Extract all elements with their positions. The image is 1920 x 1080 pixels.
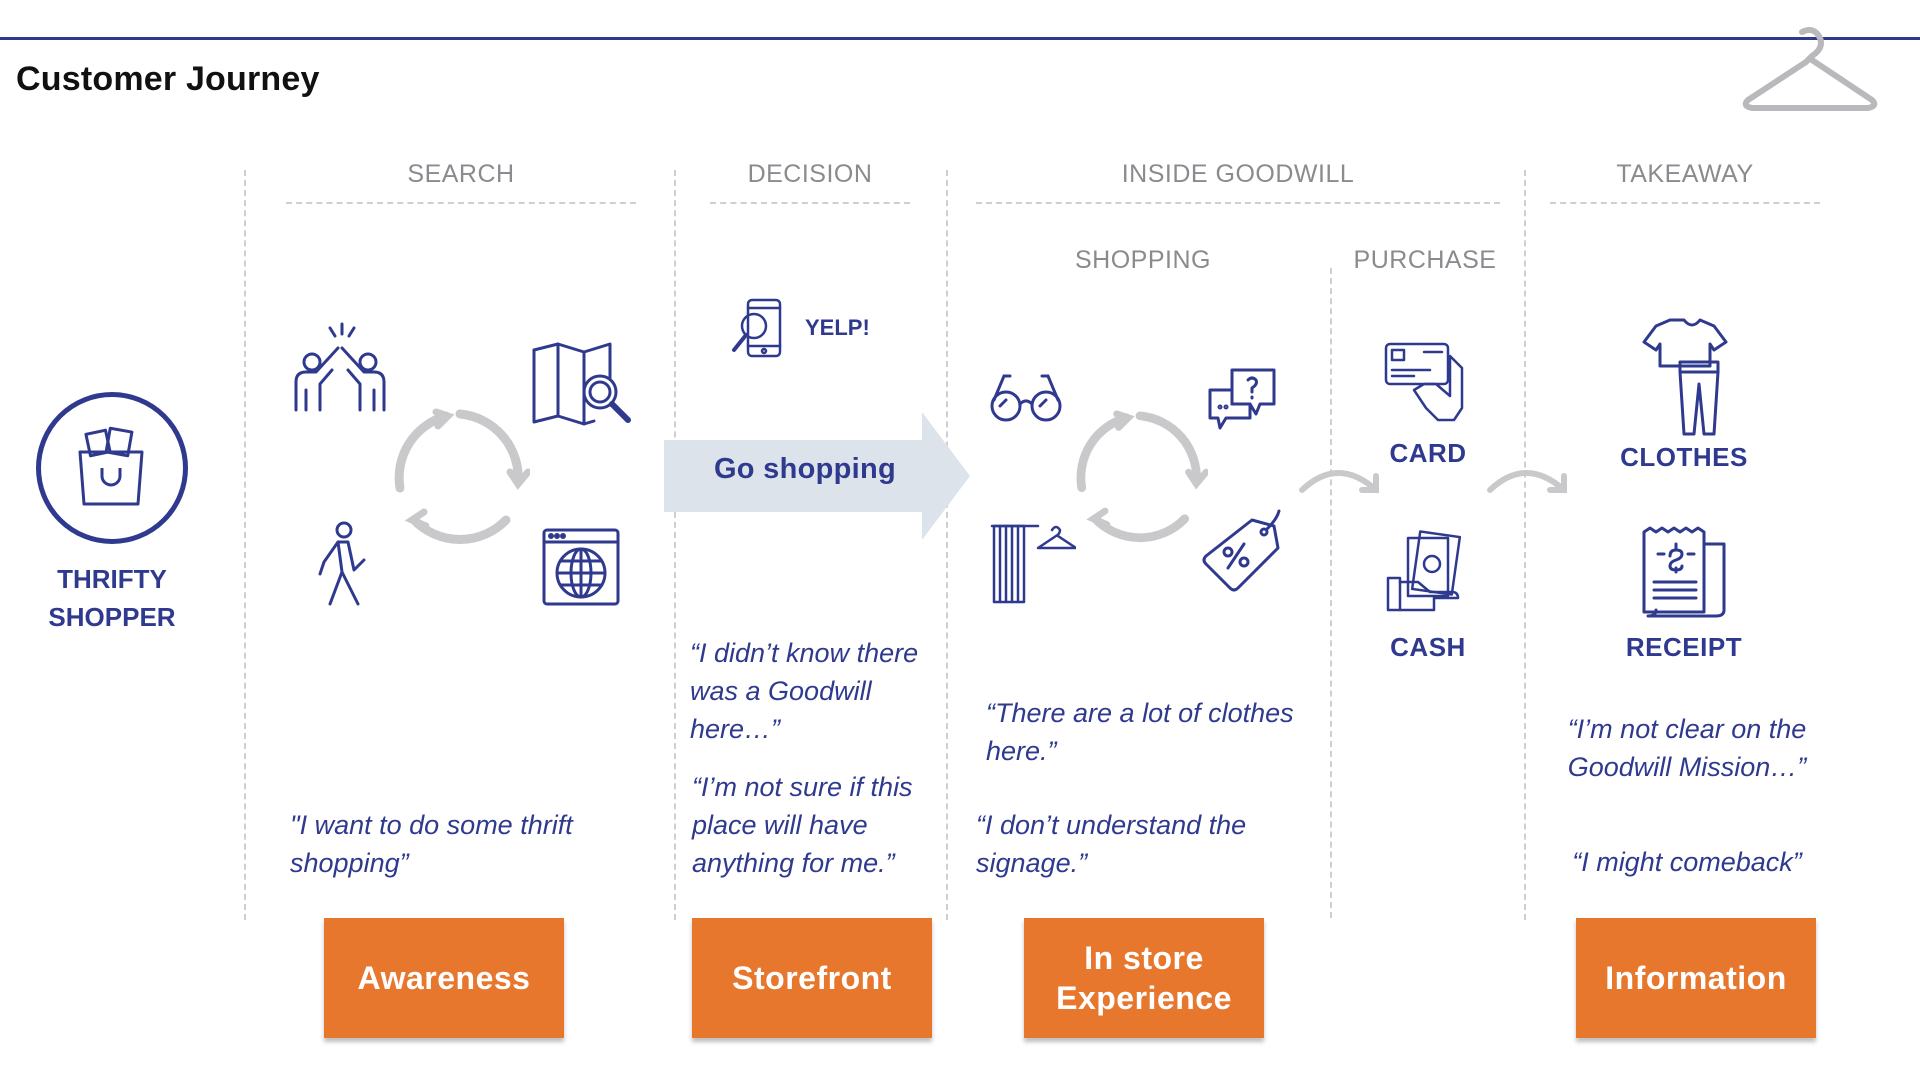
separator-search — [244, 170, 246, 920]
go-shopping-label: Go shopping — [713, 453, 897, 485]
quote-decision-2: “I’m not sure if this place will have an… — [692, 772, 913, 878]
quote-takeaway-1: “I’m not clear on the Goodwill Mission…” — [1567, 714, 1807, 782]
stage-decision: DECISION — [747, 160, 873, 188]
flow-arrow-to-purchase — [1298, 460, 1382, 500]
receipt-icon — [1640, 524, 1730, 620]
separator-decision — [674, 170, 676, 920]
stage-takeaway-rule — [1550, 202, 1820, 204]
hanger-icon — [1740, 26, 1880, 116]
quote-search: "I want to do some thrift shopping” — [290, 810, 573, 878]
stage-decision-rule — [710, 202, 910, 204]
flow-arrow-to-takeaway — [1486, 460, 1570, 500]
walking-person-icon — [312, 520, 370, 606]
stage-inside: INSIDE GOODWILL — [1121, 160, 1355, 188]
separator-purchase — [1330, 268, 1332, 918]
information-box: Information — [1576, 918, 1816, 1038]
clothes-icon — [1640, 316, 1730, 436]
phone-search-icon — [730, 298, 784, 358]
clothes-label: CLOTHES — [1620, 442, 1748, 472]
map-search-icon — [530, 342, 632, 426]
persona-line1: THRIFTY — [57, 564, 167, 594]
quote-takeaway-2: “I might comeback” — [1572, 847, 1802, 877]
stage-inside-rule — [976, 202, 1500, 204]
storefront-box: Storefront — [692, 918, 932, 1038]
cycle-arrows-shopping — [1072, 410, 1208, 546]
price-tag-icon — [1196, 508, 1284, 594]
in-store-line2: Experience — [1056, 980, 1232, 1016]
stage-search: SEARCH — [407, 160, 515, 188]
stage-takeaway: TAKEAWAY — [1616, 160, 1754, 188]
quote-shopping-2: “I don’t understand the signage.” — [976, 810, 1247, 878]
cash-hand-icon — [1386, 530, 1466, 612]
in-store-experience-box: In store Experience — [1024, 918, 1264, 1038]
persona-label: THRIFTY SHOPPER — [20, 560, 204, 636]
stage-purchase: PURCHASE — [1353, 246, 1497, 274]
quote-shopping-1: “There are a lot of clothes here.” — [986, 698, 1294, 766]
shopping-bag-icon — [74, 424, 148, 508]
stage-shopping: SHOPPING — [1075, 246, 1211, 274]
clothing-rack-icon — [990, 522, 1076, 604]
high-five-icon — [290, 322, 390, 412]
credit-card-icon — [1384, 340, 1466, 422]
awareness-box: Awareness — [324, 918, 564, 1038]
chat-question-icon — [1206, 366, 1278, 432]
cash-label: CASH — [1390, 632, 1466, 662]
top-rule — [0, 37, 1920, 40]
quote-decision-1: “I didn’t know there was a Goodwill here… — [690, 638, 919, 744]
cycle-arrows-search — [390, 408, 530, 548]
web-globe-icon — [540, 526, 622, 608]
persona-circle — [36, 392, 188, 544]
page-title: Customer Journey — [16, 60, 320, 98]
separator-takeaway — [1524, 170, 1526, 920]
glasses-icon — [990, 372, 1062, 424]
in-store-line1: In store — [1084, 940, 1204, 976]
yelp-label: YELP! — [805, 315, 870, 340]
card-label: CARD — [1389, 438, 1467, 468]
go-shopping-arrow — [664, 412, 970, 540]
separator-inside — [946, 170, 948, 920]
receipt-label: RECEIPT — [1625, 632, 1743, 662]
stage-search-rule — [286, 202, 636, 204]
persona-line2: SHOPPER — [48, 602, 176, 632]
